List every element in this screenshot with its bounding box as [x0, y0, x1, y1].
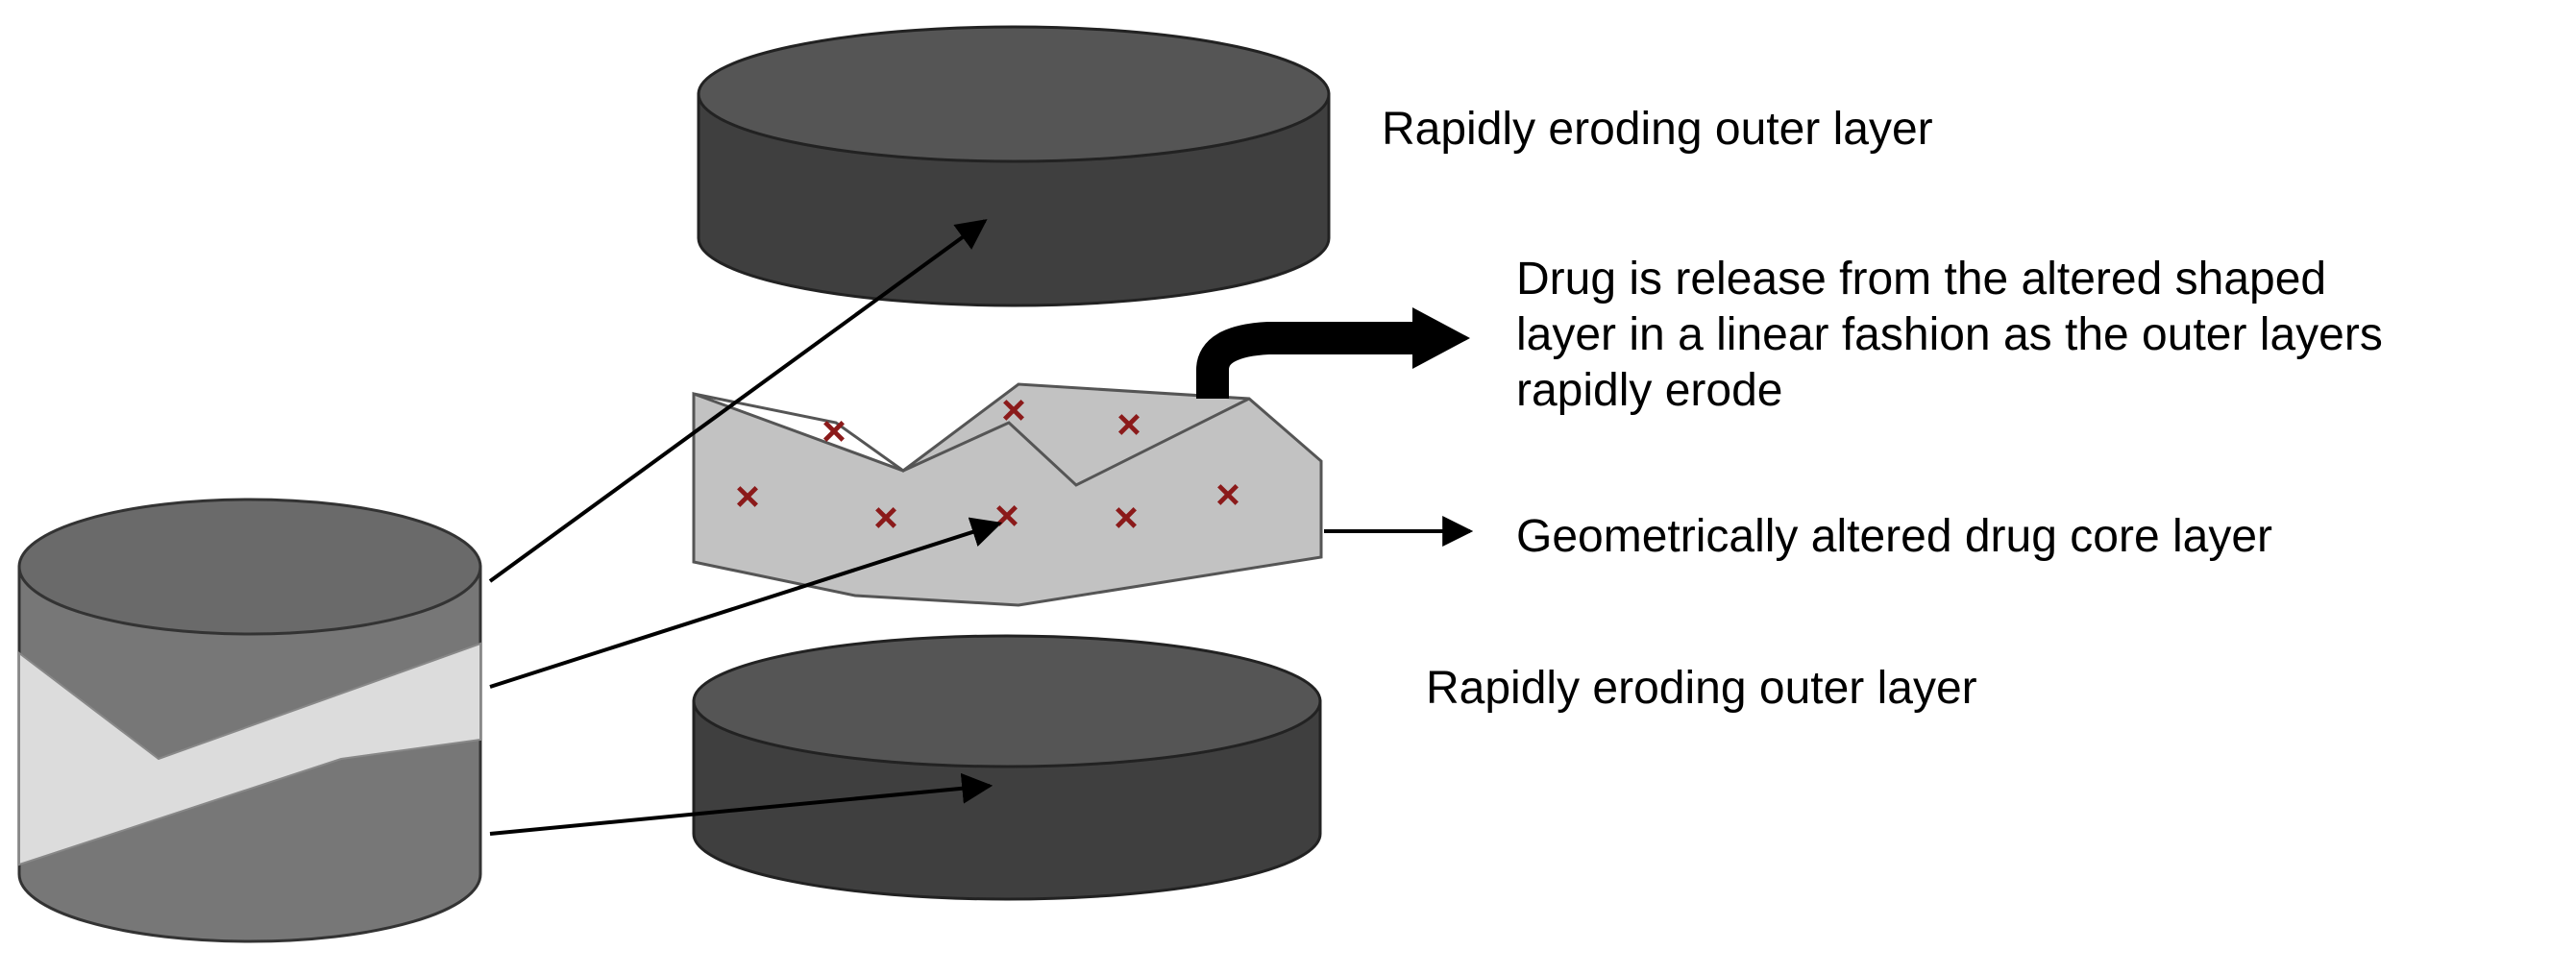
drug-marker-icon: ×: [1116, 402, 1141, 449]
release-description: Drug is release from the altered shaped …: [1516, 254, 2383, 416]
top-outer-layer-disc: [697, 25, 1331, 307]
top-layer-label: Rapidly eroding outer layer: [1382, 104, 1933, 155]
arrow-to-core-layer: [489, 517, 1003, 689]
arrow-to-top-layer: [488, 219, 988, 583]
release-arrow: [1196, 307, 1470, 399]
core-layer-label: Geometrically altered drug core layer: [1516, 511, 2273, 562]
drug-marker-icon: ×: [1114, 495, 1139, 542]
tablet-core-band: [18, 642, 481, 866]
drug-marker-icon: ×: [1001, 387, 1026, 434]
assembled-tablet: [17, 498, 482, 943]
bottom-layer-label: Rapidly eroding outer layer: [1426, 663, 1977, 714]
drug-marker-icon: ×: [735, 474, 760, 521]
bottom-outer-layer-disc: [692, 634, 1322, 901]
core-layer-crease: [693, 392, 1250, 487]
drug-markers: × × × × × × × ×: [735, 387, 1240, 542]
drug-marker-icon: ×: [822, 408, 846, 455]
drug-marker-icon: ×: [994, 493, 1019, 540]
drug-marker-icon: ×: [873, 495, 898, 542]
arrow-to-bottom-layer: [489, 772, 994, 836]
drug-marker-icon: ×: [1215, 472, 1240, 519]
